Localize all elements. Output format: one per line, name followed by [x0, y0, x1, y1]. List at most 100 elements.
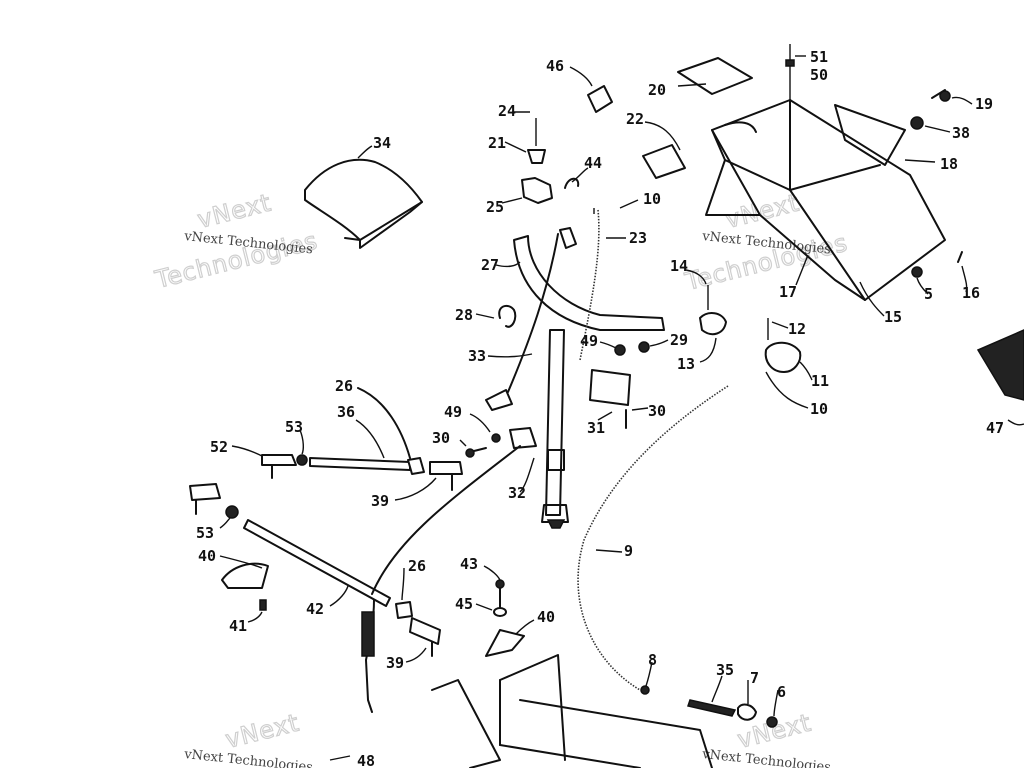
callout-47: 47: [986, 419, 1004, 437]
callout-42: 42: [306, 600, 324, 618]
callout-53-upper: 53: [285, 418, 303, 436]
callout-6: 6: [777, 683, 786, 701]
ignition-panel-plate-20: [677, 57, 753, 95]
rivet-10-right: [765, 371, 809, 409]
watermark-bottom-left: vNext vNext Technologies: [183, 708, 314, 768]
tie-rod-end-52-lower: [189, 483, 221, 515]
watermark-big-vnext: vNext: [223, 708, 303, 753]
callout-38: 38: [952, 124, 970, 142]
tie-rod-36: [309, 419, 411, 471]
nut-5: [911, 266, 929, 295]
callout-23: 23: [629, 229, 647, 247]
spring-7: [737, 679, 757, 721]
cover-34: [304, 145, 423, 249]
callout-26-upper: 26: [335, 377, 353, 395]
callout-15: 15: [884, 308, 902, 326]
callout-19: 19: [975, 95, 993, 113]
wire-harness: [485, 233, 559, 411]
callout-34: 34: [373, 134, 391, 152]
callout-52: 52: [210, 438, 228, 456]
callout-48: 48: [357, 752, 375, 768]
front-frame: [431, 654, 713, 768]
brake-cable-9: [577, 385, 729, 691]
washer-45: [475, 603, 507, 617]
callout-30-right: 30: [648, 402, 666, 420]
callout-13: 13: [677, 355, 695, 373]
tie-rod-end-52: [231, 445, 297, 479]
bracket-40-left: [219, 555, 269, 589]
brake-lever-14: [685, 269, 709, 310]
callout-25: 25: [486, 198, 504, 216]
callout-45: 45: [455, 595, 473, 613]
ferrule-8: [640, 661, 653, 695]
tie-rod-end-39-lower: [405, 617, 441, 663]
switch-11: [764, 341, 813, 381]
clamp-26-upper: [357, 387, 425, 475]
callout-11: 11: [811, 372, 829, 390]
watermark-bottom-right: vNext vNext Technologies: [701, 708, 832, 768]
rivet-10-top: [593, 199, 639, 214]
callout-9: 9: [624, 542, 633, 560]
nut-6: [766, 689, 779, 728]
bolt-48: [329, 755, 351, 761]
callout-8: 8: [648, 651, 657, 669]
callout-36: 36: [337, 403, 355, 421]
callout-49-lower: 49: [444, 403, 462, 421]
callout-17: 17: [779, 283, 797, 301]
callout-29: 29: [670, 331, 688, 349]
callout-46: 46: [546, 57, 564, 75]
callout-53-lower: 53: [196, 524, 214, 542]
callout-31: 31: [587, 419, 605, 437]
handlebar-27: [495, 235, 665, 331]
callout-14: 14: [670, 257, 688, 275]
callout-30-left: 30: [432, 429, 450, 447]
callout-18: 18: [940, 155, 958, 173]
callout-16: 16: [962, 284, 980, 302]
callout-35: 35: [716, 661, 734, 679]
callout-22: 22: [626, 110, 644, 128]
callout-28: 28: [455, 306, 473, 324]
screw-24: [512, 111, 537, 146]
callout-50: 50: [810, 66, 828, 84]
callout-43: 43: [460, 555, 478, 573]
callout-10-top: 10: [643, 190, 661, 208]
callout-20: 20: [648, 81, 666, 99]
cable-adjuster-35: [687, 675, 737, 717]
callout-10-right: 10: [810, 400, 828, 418]
callout-12: 12: [788, 320, 806, 338]
screw-16: [957, 251, 968, 293]
steering-arm-42: [243, 519, 391, 607]
watermark-small: vNext Technologies: [701, 747, 832, 768]
clamp-26-lower: [395, 567, 413, 619]
tie-rod-end-39-upper: [394, 461, 463, 501]
knob-21: [504, 141, 546, 164]
decal-46: [569, 66, 613, 113]
clip-44: [564, 167, 589, 189]
console-shroud: [705, 99, 946, 301]
watermark-left: vNext Technologies vNext Technologies: [151, 188, 321, 295]
pivot-bracket-32: [509, 427, 537, 493]
bolt-30-left-49: [459, 413, 501, 458]
switch-22: [642, 121, 686, 179]
jam-nut-53-upper: [296, 429, 308, 466]
bolt-30-right: [625, 407, 649, 429]
housing-25: [501, 177, 553, 204]
rivet-12: [767, 318, 789, 340]
cable-line-throttle: [371, 445, 521, 595]
callout-7: 7: [750, 669, 759, 687]
callout-21: 21: [488, 134, 506, 152]
throttle-cable-23: [559, 209, 626, 361]
screw-19: [931, 89, 973, 105]
bolt-41: [247, 599, 267, 623]
choke-knob-47: [976, 329, 1024, 426]
drag-link-cable: [361, 599, 375, 713]
brake-control-13: [699, 312, 727, 363]
bracket-40-right: [485, 619, 535, 657]
callout-5: 5: [924, 285, 933, 303]
steering-post-33: [487, 329, 569, 529]
callout-39-upper: 39: [371, 492, 389, 510]
callout-24: 24: [498, 102, 516, 120]
callout-labels: 51 50 46 20 19 38 18 24 22 21 34 44 10 2…: [196, 48, 1004, 768]
